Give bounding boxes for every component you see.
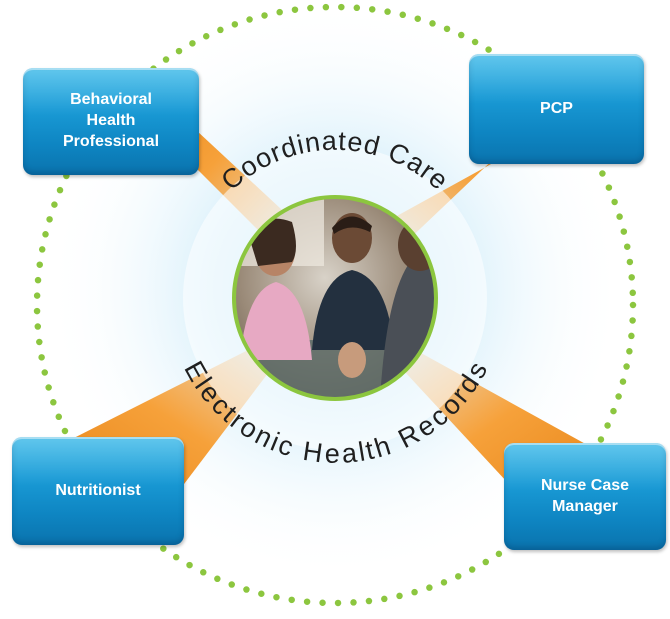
role-box-behavioral-health-professional: Behavioral Health Professional [23, 68, 199, 175]
dotted-ring [33, 3, 637, 607]
role-box-nurse-case-manager: Nurse Case Manager [504, 443, 666, 550]
role-label-behavioral: Behavioral Health Professional [62, 91, 160, 150]
role-box-nutritionist: Nutritionist [12, 437, 184, 545]
role-box-pcp: PCP [469, 54, 644, 164]
role-label-pcp: PCP [540, 99, 573, 117]
role-label-nurse: Nurse Case Manager [540, 476, 630, 515]
photo-ring [232, 195, 438, 401]
center-photo [234, 197, 436, 399]
role-label-nutritionist: Nutritionist [55, 481, 141, 499]
